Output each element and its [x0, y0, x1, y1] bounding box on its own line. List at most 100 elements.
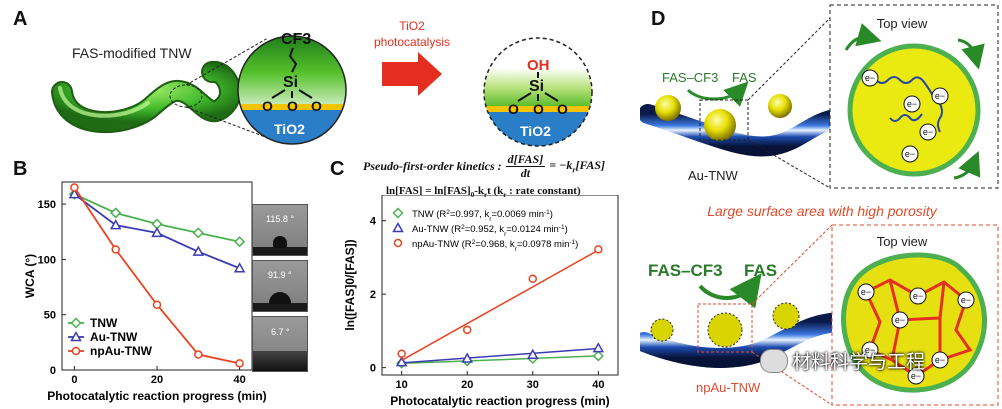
data-point-2-3: [194, 350, 203, 359]
au-tnw-label: Au-TNW: [688, 168, 739, 183]
legend-label-2: npAu-TNW (R2=0.968, kr=0.0978 min-1): [412, 239, 578, 253]
data-point-1-3: [192, 245, 205, 256]
svg-text:e−: e−: [861, 287, 871, 297]
contact-angle-1: 115.8 °: [266, 214, 294, 224]
au-nanoparticle-1: [655, 95, 681, 121]
npau-tnw-label: npAu-TNW: [696, 380, 761, 395]
fas-label: FAS: [732, 70, 757, 85]
legend-label-0: TNW: [90, 316, 118, 330]
y-tick-label-0: 0: [370, 363, 376, 375]
data-point-2-0: [397, 349, 406, 358]
npau-tnw-wire: [640, 311, 860, 368]
droplet-insets: 115.8 ° 91.9 ° 6.7 °: [252, 204, 308, 408]
svg-text:e−: e−: [905, 149, 915, 159]
npau-particle-1: [650, 318, 674, 342]
fraction-denominator: dt: [520, 166, 531, 180]
panel-c-letter: C: [330, 158, 345, 180]
legend-marker-0: [392, 207, 404, 219]
electron-8: e−: [957, 291, 975, 309]
wechat-icon: [760, 348, 788, 373]
plot-frame: [381, 195, 619, 376]
au-tnw-wire: [640, 104, 850, 157]
y-tick-label-2: 4: [370, 216, 377, 228]
arrow-label-1: TiO2: [399, 19, 425, 33]
legend-marker-0: [70, 317, 82, 329]
legend-marker-2: [393, 238, 403, 248]
si-atom-right: Si: [529, 78, 544, 95]
svg-text:e−: e−: [935, 91, 945, 101]
x-tick-label-2: 30: [527, 379, 539, 391]
electron-6: e−: [857, 283, 875, 301]
kinetics-equation: Pseudo-first-order kinetics : d[FAS] dt …: [363, 153, 605, 180]
legend-marker-2: [71, 346, 81, 356]
kinetics-rhs: = −kr[FAS]: [549, 158, 606, 175]
droplet-inset-1: 115.8 °: [252, 204, 308, 256]
fit-line-2: [401, 249, 599, 361]
y-tick-label-0: 0: [50, 365, 56, 377]
panel-a-letter: A: [13, 8, 28, 30]
electron-1: e−: [861, 69, 879, 87]
tnw-label: FAS-modified TNW: [72, 45, 192, 61]
x-tick-label-1: 20: [461, 379, 473, 391]
o-atom-right-1: O: [508, 101, 519, 117]
y-tick-label-1: 50: [44, 310, 56, 322]
data-point-1-4: [233, 262, 246, 273]
x-tick-label-2: 40: [233, 374, 245, 386]
svg-text:e−: e−: [923, 127, 933, 137]
data-point-2-2: [528, 274, 538, 284]
o-atom-right-2: O: [533, 101, 544, 117]
fas-cf3-label: FAS–CF3: [662, 70, 718, 85]
contact-angle-2: 91.9 °: [268, 270, 292, 280]
electron-10: e−: [861, 341, 879, 359]
panel-a-figure: FAS-modified TNW CF3 Si O O O TiO2 TiO2 …: [51, 19, 593, 147]
svg-text:e−: e−: [895, 315, 905, 325]
au-nanoparticle-2: [704, 109, 736, 141]
o-atom-left-3: O: [311, 98, 322, 114]
data-point-2-3: [594, 245, 603, 254]
data-point-1-0: [395, 356, 408, 367]
data-point-0-3: [592, 350, 604, 362]
x-tick-label-3: 40: [592, 379, 604, 391]
droplet-inset-3: 6.7 °: [252, 316, 308, 372]
watermark-text: 材料科学与工程: [792, 351, 926, 373]
top-view-label-2: Top view: [877, 234, 928, 249]
y-axis-label: WCA (°): [23, 254, 37, 298]
fit-line-1: [401, 347, 599, 364]
fit-line-0: [401, 355, 599, 365]
data-point-1-2: [151, 226, 163, 238]
data-point-2-1: [462, 325, 472, 335]
electron-11: e−: [931, 351, 949, 369]
legend-label-2: npAu-TNW: [90, 344, 153, 358]
contact-angle-3: 6.7 °: [271, 327, 290, 337]
electron-3: e−: [903, 95, 921, 113]
y-tick-label-1: 2: [370, 289, 376, 301]
au-nanoparticle-3: [768, 94, 792, 118]
legend-marker-1: [392, 221, 404, 233]
svg-text:e−: e−: [913, 291, 923, 301]
fas-cf3-label-big: FAS–CF3: [648, 261, 723, 280]
electron-9: e−: [891, 311, 909, 329]
electron-4: e−: [919, 123, 937, 141]
ln-equation: ln[FAS] = ln[FAS]0-krt (kr : rate consta…: [386, 185, 581, 200]
legend-label-1: Au-TNW: [90, 330, 138, 344]
data-point-1-2: [526, 348, 539, 360]
cf3-group: CF3: [281, 31, 311, 48]
x-axis-label: Photocatalytic reaction progress (min): [390, 394, 609, 408]
svg-text:e−: e−: [907, 99, 917, 109]
kinetics-prefix: Pseudo-first-order kinetics :: [363, 159, 502, 173]
tio2-left: TiO2: [274, 121, 305, 137]
data-point-1-1: [109, 219, 122, 230]
electron-7: e−: [909, 287, 927, 305]
fas-label-big: FAS: [744, 261, 777, 280]
watermark: 材料科学与工程: [760, 347, 925, 374]
x-tick-label-0: 0: [71, 374, 77, 386]
arrow-label-2: photocatalysis: [374, 35, 450, 49]
fraction-numerator: d[FAS]: [505, 152, 546, 167]
reaction-arrow: [382, 52, 442, 96]
electron-2: e−: [931, 87, 949, 105]
electron-12: e−: [907, 367, 925, 385]
x-tick-label-1: 20: [151, 374, 163, 386]
svg-text:e−: e−: [911, 371, 921, 381]
o-atom-left-1: O: [262, 98, 273, 114]
top-view-label-1: Top view: [877, 16, 928, 31]
